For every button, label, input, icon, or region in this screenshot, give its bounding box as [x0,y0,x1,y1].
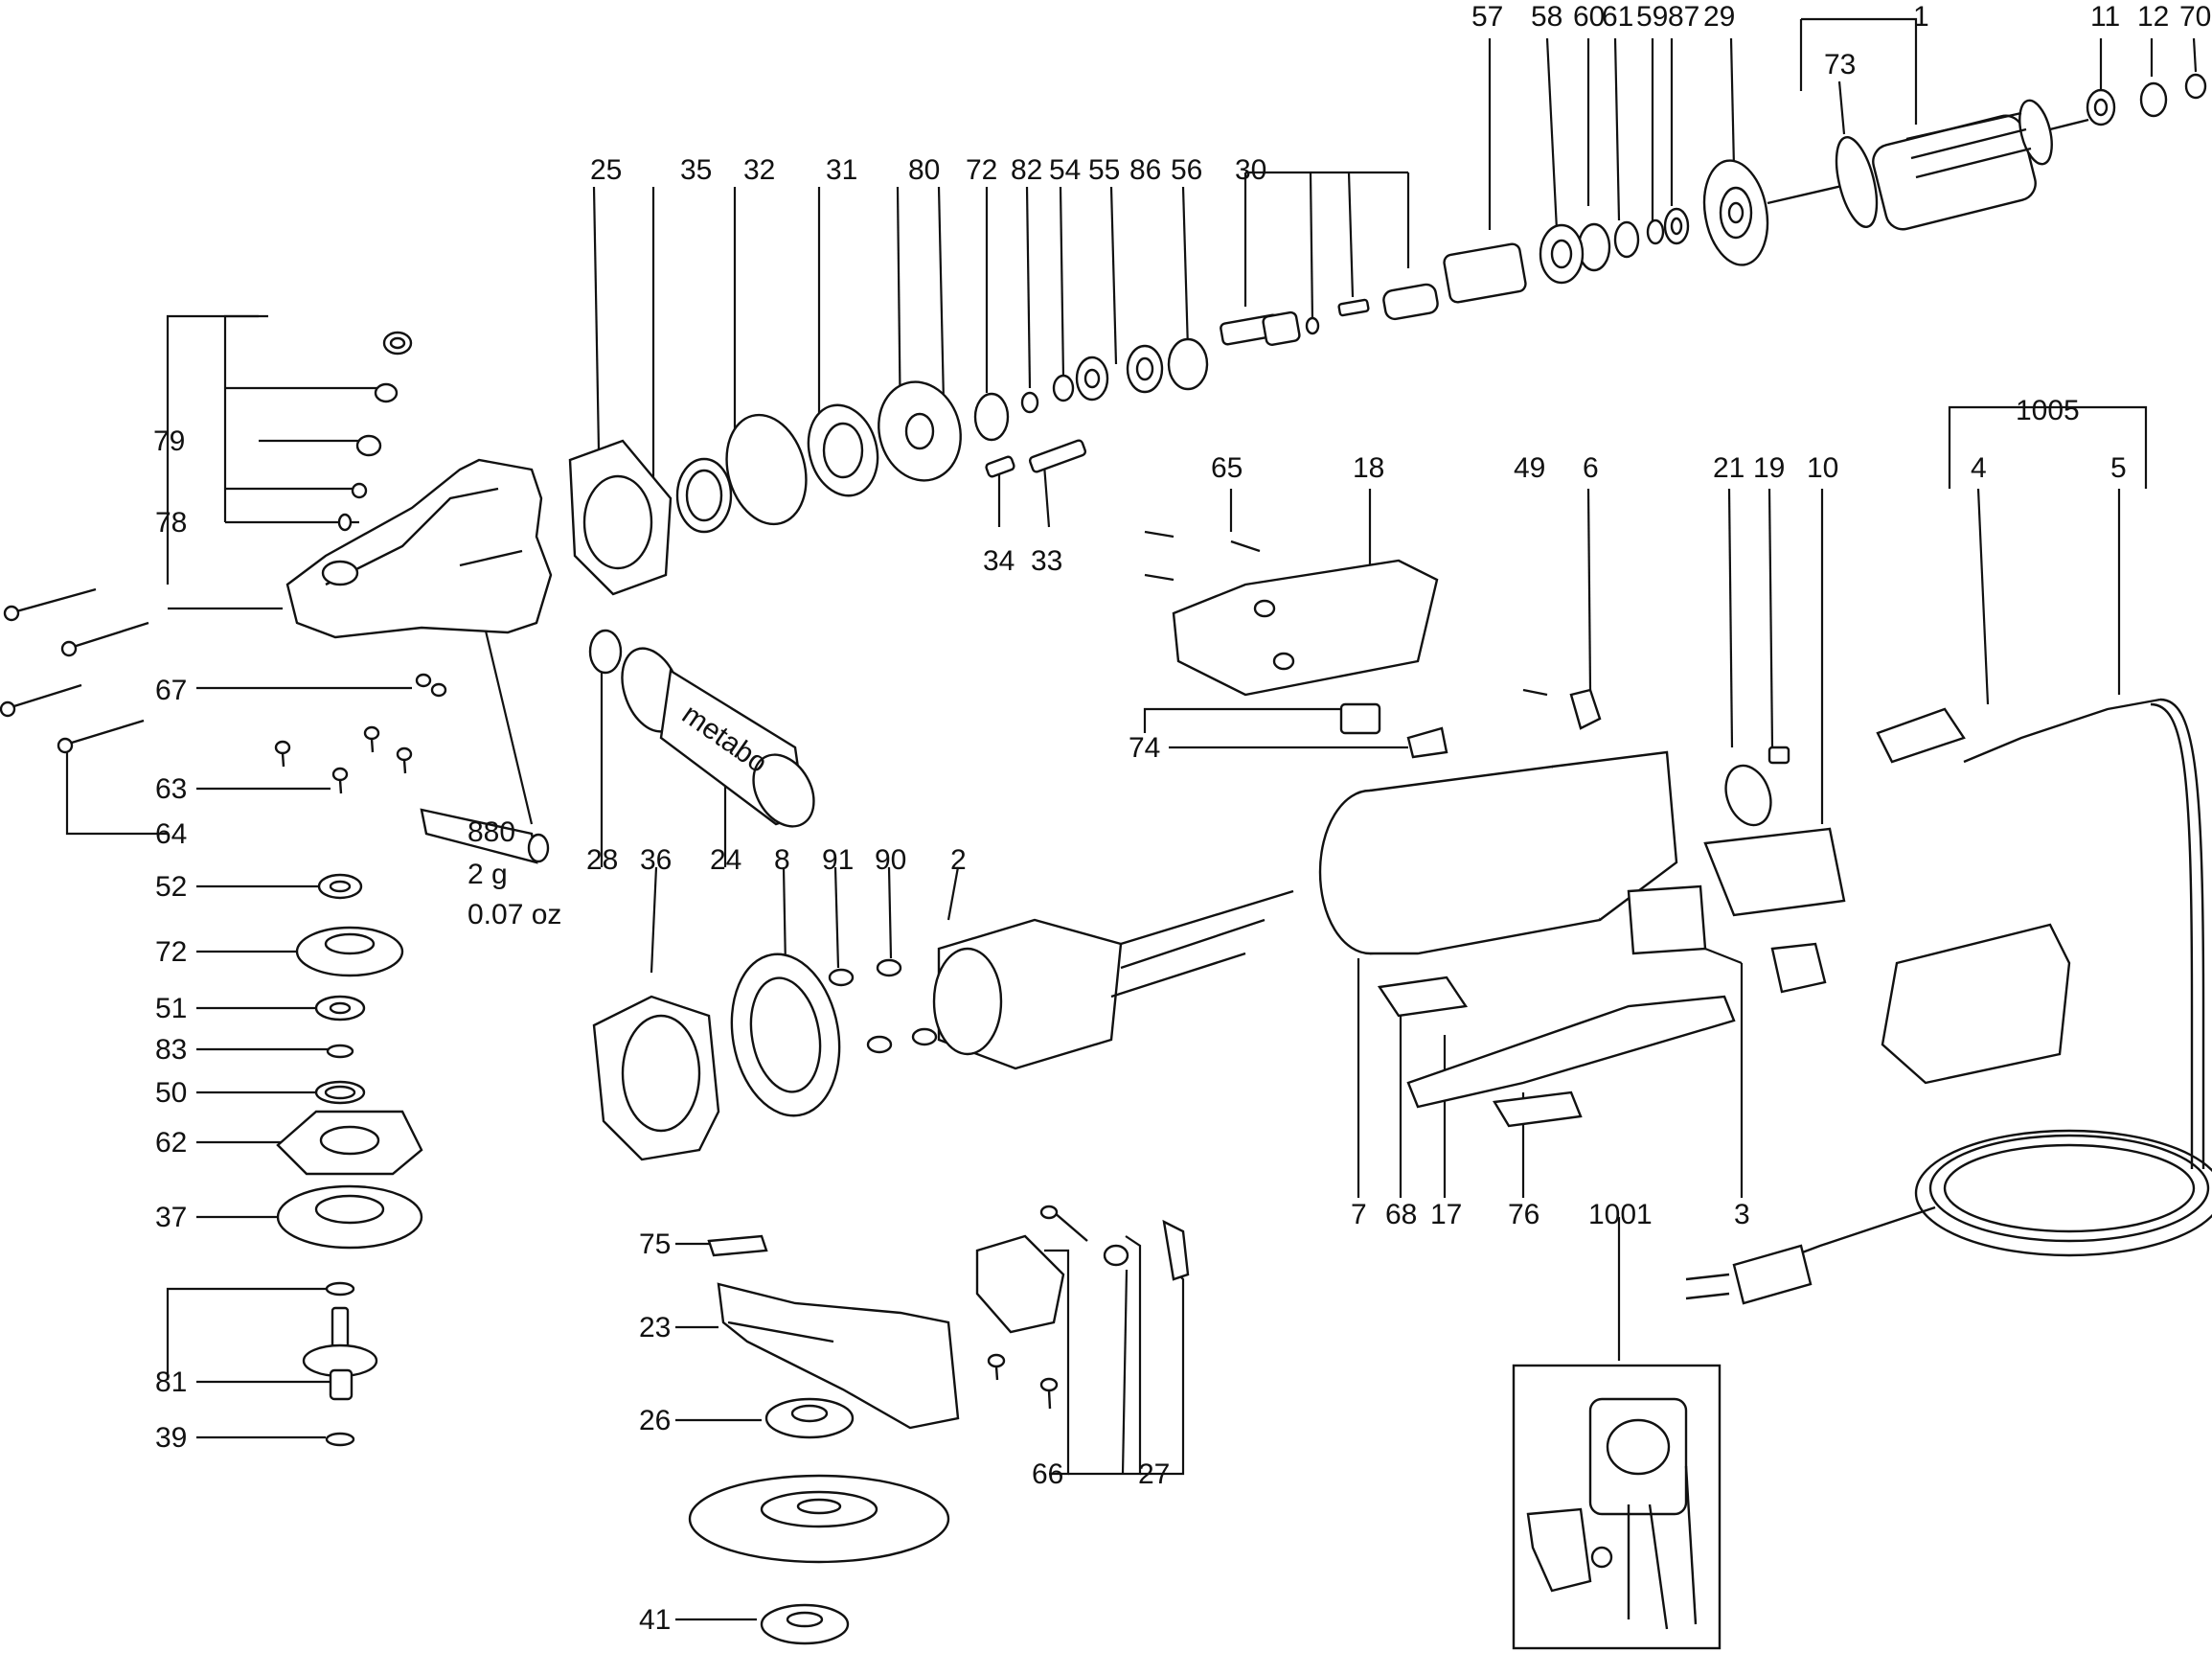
label-65: 65 [1211,452,1243,484]
label-27: 27 [1138,1458,1170,1490]
label-51: 51 [155,993,187,1024]
label-64: 64 [155,818,187,850]
leader-lines [65,17,2198,1621]
label-73: 73 [1824,49,1856,80]
label-86: 86 [1129,154,1161,186]
label-880: 880 [467,816,515,848]
label-68: 68 [1385,1199,1417,1230]
label-29: 29 [1703,1,1735,33]
label-90: 90 [875,844,906,876]
label-61: 61 [1602,1,1633,33]
label-24: 24 [710,844,741,876]
gear-head-housing [285,458,553,639]
label-79: 79 [153,425,185,457]
label-26: 26 [639,1405,671,1436]
label-58: 58 [1531,1,1562,33]
label-41: 41 [639,1604,671,1636]
label-25: 25 [590,154,622,186]
label-60: 60 [1573,1,1605,33]
label-10: 10 [1807,452,1838,484]
label-80: 80 [908,154,940,186]
label-57: 57 [1471,1,1503,33]
label-39: 39 [155,1422,187,1454]
grease-amount: 2 g [467,859,508,890]
label-1: 1 [1913,1,1929,33]
label-35: 35 [680,154,712,186]
label-74: 74 [1129,732,1160,764]
label-17: 17 [1430,1199,1462,1230]
label-28: 28 [586,844,618,876]
label-55: 55 [1088,154,1120,186]
label-59: 59 [1636,1,1668,33]
label-56: 56 [1171,154,1202,186]
label-82: 82 [1011,154,1042,186]
label-23: 23 [639,1312,671,1343]
armature [1767,99,2089,231]
label-33: 33 [1031,545,1062,577]
power-cord [1685,698,2212,1305]
part-drawings: metabo [0,73,2212,1650]
label-6: 6 [1583,452,1599,484]
label-19: 19 [1753,452,1785,484]
label-62: 62 [155,1127,187,1159]
label-72-left: 72 [155,936,187,968]
label-75: 75 [639,1228,671,1260]
label-11: 11 [2090,1,2120,33]
grease-amount-oz: 0.07 oz [467,899,561,930]
part-number-labels: 1 73 11 12 70 57 58 60 61 59 87 29 25 35… [153,1,2211,1636]
label-70: 70 [2179,1,2211,33]
stator [932,889,1294,1070]
label-72-top: 72 [966,154,997,186]
label-54: 54 [1049,154,1081,186]
label-30: 30 [1235,154,1266,186]
label-1001: 1001 [1588,1199,1653,1230]
label-52: 52 [155,871,187,903]
label-18: 18 [1353,452,1384,484]
label-2: 2 [950,844,967,876]
side-handle: metabo [621,647,815,828]
label-4: 4 [1971,452,1987,484]
label-50: 50 [155,1077,187,1109]
label-66: 66 [1032,1458,1063,1490]
wheel-guard [717,1282,960,1430]
label-37: 37 [155,1202,187,1233]
motor-housing [1318,750,1678,955]
label-12: 12 [2137,1,2169,33]
label-5: 5 [2110,452,2127,484]
label-87: 87 [1668,1,1699,33]
wiring-inset [1512,1364,1722,1650]
label-83: 83 [155,1034,187,1066]
label-63: 63 [155,773,187,805]
label-34: 34 [983,545,1015,577]
label-78: 78 [155,507,187,539]
label-21: 21 [1713,452,1745,484]
label-1005: 1005 [2016,395,2080,426]
label-67: 67 [155,675,187,706]
label-76: 76 [1508,1199,1539,1230]
label-36: 36 [640,844,672,876]
label-81: 81 [155,1366,187,1398]
label-31: 31 [826,154,857,186]
label-91: 91 [822,844,854,876]
label-3: 3 [1734,1199,1750,1230]
label-32: 32 [743,154,775,186]
label-8: 8 [774,844,790,876]
label-7: 7 [1351,1199,1367,1230]
label-49: 49 [1514,452,1545,484]
